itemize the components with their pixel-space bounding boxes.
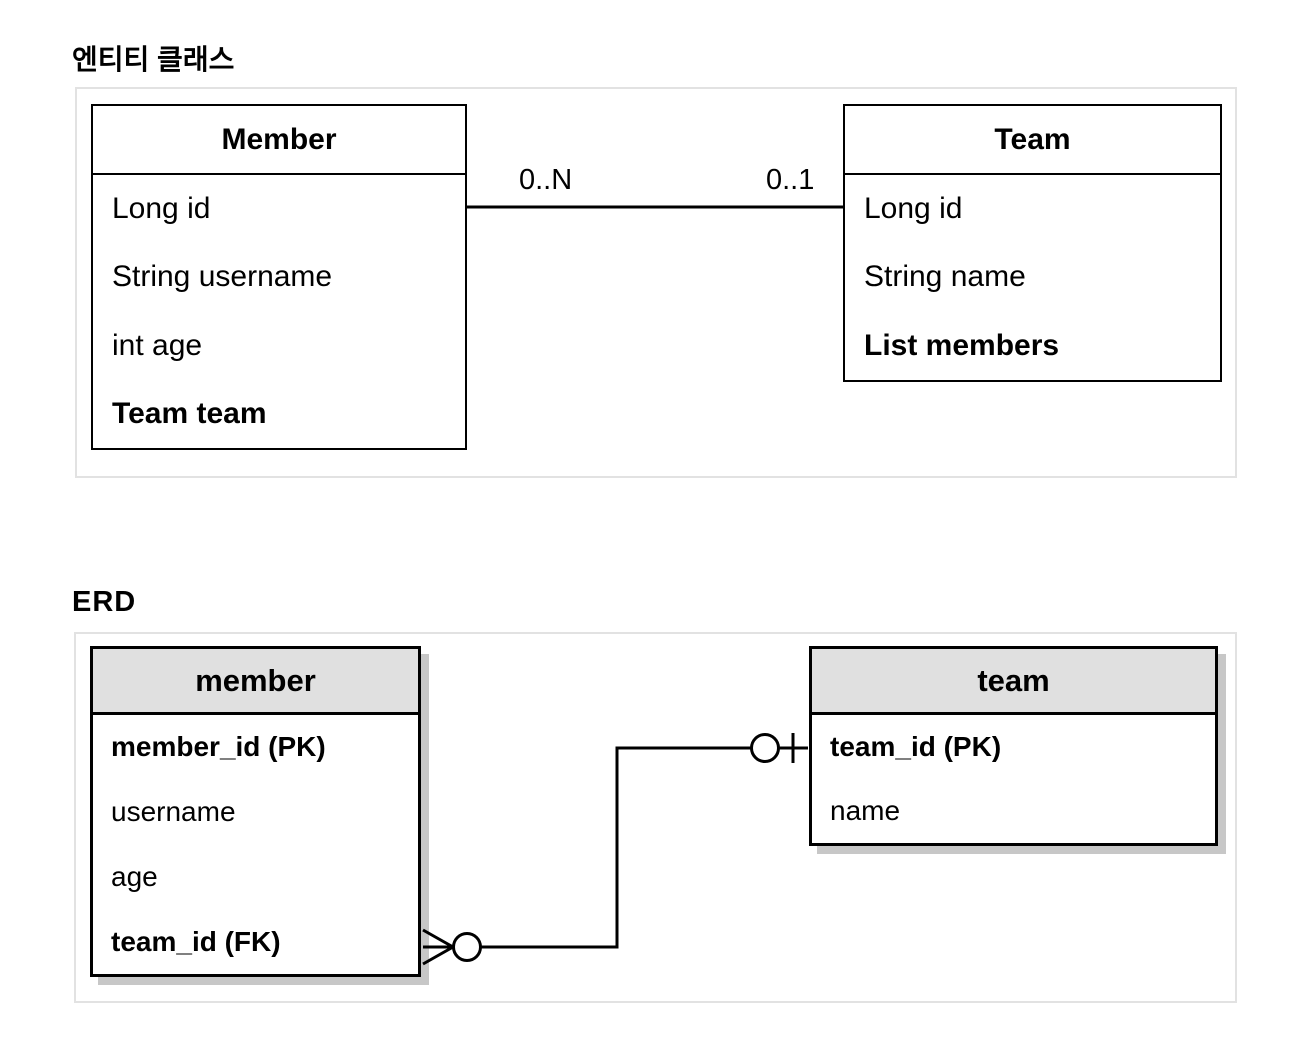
erd-member-title: member [93, 649, 418, 715]
erd-member-column: member_id (PK) [111, 731, 326, 763]
multiplicity-label-member: 0..N [519, 164, 573, 196]
erd-team-columns: team_id (PK) name [812, 715, 1215, 843]
erd-member-column: team_id (FK) [111, 925, 281, 957]
erd-table-team: team team_id (PK) name [809, 646, 1218, 846]
uml-team-title: Team [845, 106, 1220, 175]
erd-team-title: team [812, 649, 1215, 715]
erd-member-column: username [111, 796, 236, 828]
erd-section-title: ERD [72, 586, 137, 618]
uml-team-attribute: String name [864, 260, 1026, 294]
uml-team-attribute: Long id [864, 192, 963, 226]
erd-team-column: team_id (PK) [830, 731, 1002, 762]
multiplicity-label-team: 0..1 [766, 164, 815, 196]
uml-member-attribute: Long id [112, 192, 211, 226]
erd-member-columns: member_id (PK) username age team_id (FK) [93, 715, 418, 974]
uml-member-attribute: int age [112, 328, 203, 362]
erd-member-column: age [111, 860, 158, 892]
entity-class-section-title: 엔티티 클래스 [72, 44, 235, 75]
uml-member-title: Member [93, 106, 465, 175]
uml-member-attribute: String username [112, 260, 333, 294]
uml-team-attributes: Long id String name List members [845, 175, 1220, 380]
erd-team-column: name [830, 795, 901, 826]
uml-team-attribute: List members [864, 328, 1060, 362]
uml-member-attribute: Team team [112, 396, 267, 430]
uml-member-attributes: Long id String username int age Team tea… [93, 175, 465, 448]
uml-class-team: Team Long id String name List members [843, 104, 1222, 382]
uml-class-member: Member Long id String username int age T… [91, 104, 467, 450]
erd-table-member: member member_id (PK) username age team_… [90, 646, 421, 977]
